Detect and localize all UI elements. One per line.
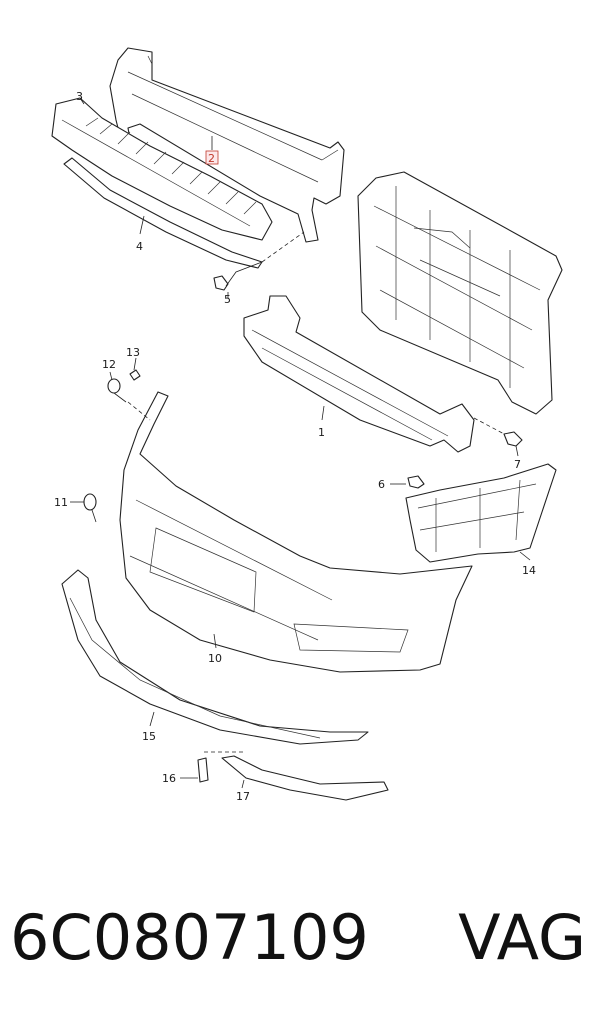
callout-10: 10 — [208, 652, 222, 665]
callout-2-highlight — [205, 150, 219, 165]
brand-label: VAG — [458, 901, 586, 974]
callout-7: 7 — [514, 458, 521, 471]
spoiler-part-15[interactable] — [61, 569, 369, 745]
callout-5: 5 — [224, 293, 231, 306]
bracket-part-14[interactable] — [405, 463, 557, 563]
callout-16: 16 — [162, 772, 176, 785]
lock-carrier[interactable] — [357, 171, 563, 415]
callout-12: 12 — [102, 358, 116, 371]
callout-leaders — [70, 97, 531, 789]
callout-13: 13 — [126, 346, 140, 359]
trim-strip-part-17[interactable] — [221, 755, 389, 801]
screw-part-13[interactable] — [129, 369, 141, 381]
clip-part-12[interactable] — [107, 378, 127, 403]
parts-diagram: 1 2 3 4 5 6 7 10 11 12 13 14 15 16 17 — [51, 47, 563, 803]
callout-4: 4 — [136, 240, 143, 253]
screw-part-7[interactable] — [503, 431, 523, 457]
callout-3: 3 — [76, 90, 83, 103]
callout-14: 14 — [522, 564, 536, 577]
callout-1: 1 — [318, 426, 325, 439]
callout-11: 11 — [54, 496, 68, 509]
part-number: 6C0807109 — [10, 901, 369, 974]
leader-dashed-5 — [261, 231, 305, 263]
crossmember-part-1[interactable] — [243, 295, 475, 453]
screw-part-6[interactable] — [390, 475, 425, 489]
leader-dashed-1 — [473, 417, 509, 437]
leader-dashed-10 — [127, 401, 151, 421]
callout-17: 17 — [236, 790, 250, 803]
sensor-part-11[interactable] — [83, 493, 97, 523]
screw-part-5[interactable] — [213, 261, 263, 298]
energy-absorber-part-3[interactable] — [51, 97, 273, 241]
screw-part-16[interactable] — [180, 757, 209, 783]
callout-6: 6 — [378, 478, 385, 491]
bumper-cover-part-10[interactable] — [119, 391, 473, 673]
callout-2: 2 — [208, 152, 215, 165]
callout-15: 15 — [142, 730, 156, 743]
